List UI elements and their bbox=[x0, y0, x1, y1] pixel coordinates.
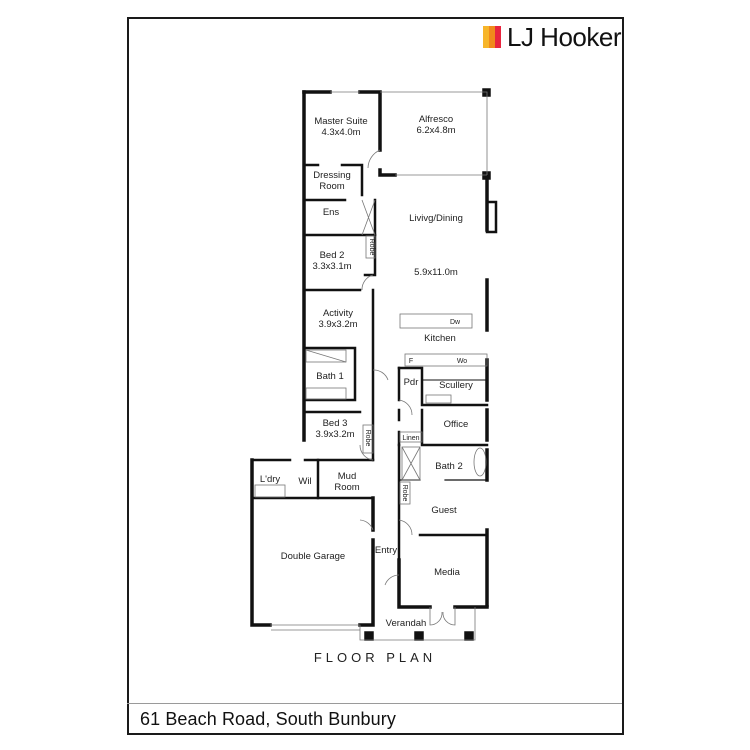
logo-bars-icon bbox=[483, 26, 501, 48]
laundry-label: L'dry bbox=[260, 474, 281, 485]
master-suite-label: Master Suite bbox=[314, 116, 367, 127]
wil-label: Wil bbox=[298, 476, 311, 487]
bed3-label: Bed 3 bbox=[323, 418, 348, 429]
activity-label: Activity bbox=[323, 308, 353, 319]
wall-oven-label: Wo bbox=[457, 358, 467, 365]
alfresco-size: 6.2x4.8m bbox=[416, 125, 455, 136]
mud-room-label-2: Room bbox=[334, 482, 359, 493]
footer-divider bbox=[127, 703, 622, 704]
lj-hooker-logo: LJ Hooker bbox=[483, 22, 622, 52]
scullery-label: Scullery bbox=[439, 380, 473, 391]
logo-text: LJ Hooker bbox=[507, 22, 622, 52]
bed2-label: Bed 2 bbox=[320, 250, 345, 261]
property-address: 61 Beach Road, South Bunbury bbox=[140, 709, 396, 729]
bed3-size: 3.9x3.2m bbox=[315, 429, 354, 440]
bed3-robe-label: Robe bbox=[364, 430, 371, 447]
bed2-size: 3.3x3.1m bbox=[312, 261, 351, 272]
page-frame bbox=[127, 17, 624, 735]
ens-label: Ens bbox=[323, 207, 340, 218]
media-label: Media bbox=[434, 567, 461, 578]
powder-room-label: Pdr bbox=[404, 377, 419, 388]
double-garage-label: Double Garage bbox=[281, 551, 345, 562]
entry-label: Entry bbox=[375, 545, 397, 556]
verandah-label: Verandah bbox=[386, 618, 427, 629]
activity-size: 3.9x3.2m bbox=[318, 319, 357, 330]
fridge-label: F bbox=[409, 358, 413, 365]
dressing-label: Dressing bbox=[313, 170, 351, 181]
dishwasher-label: Dw bbox=[450, 319, 461, 326]
living-size: 5.9x11.0m bbox=[414, 267, 458, 278]
guest-label: Guest bbox=[431, 505, 457, 516]
alfresco-label: Alfresco bbox=[419, 114, 453, 125]
bed2-robe-label: Robe bbox=[368, 239, 375, 256]
room-labels: Master Suite 4.3x4.0m Alfresco 6.2x4.8m … bbox=[260, 114, 473, 629]
bath1-label: Bath 1 bbox=[316, 371, 343, 382]
living-label: Livivg/Dining bbox=[409, 213, 463, 224]
mud-room-label: Mud bbox=[338, 471, 356, 482]
bath2-robe-label: Robe bbox=[401, 485, 408, 502]
office-label: Office bbox=[444, 419, 469, 430]
linen-label: Linen bbox=[402, 435, 419, 442]
kitchen-label: Kitchen bbox=[424, 333, 456, 344]
bath2-label: Bath 2 bbox=[435, 461, 462, 472]
dressing-label-2: Room bbox=[319, 181, 344, 192]
master-suite-size: 4.3x4.0m bbox=[321, 127, 360, 138]
plan-title: FLOOR PLAN bbox=[313, 650, 437, 665]
